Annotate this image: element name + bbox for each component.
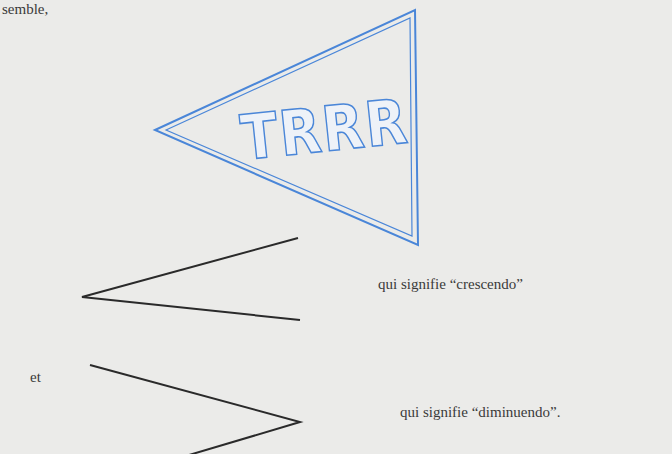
caption-text: qui signifie “crescendo”	[378, 275, 523, 293]
page-text: semble,	[2, 0, 48, 18]
crescendo-hairpin	[82, 238, 300, 320]
caption-text: qui signifie “diminuendo”.	[400, 403, 560, 421]
onomatopoeia: TRRR	[238, 90, 412, 169]
flag-inner-outline	[166, 18, 412, 236]
flag-outline	[155, 10, 418, 245]
diminuendo-hairpin	[90, 365, 300, 454]
caption-text: et	[30, 368, 41, 386]
